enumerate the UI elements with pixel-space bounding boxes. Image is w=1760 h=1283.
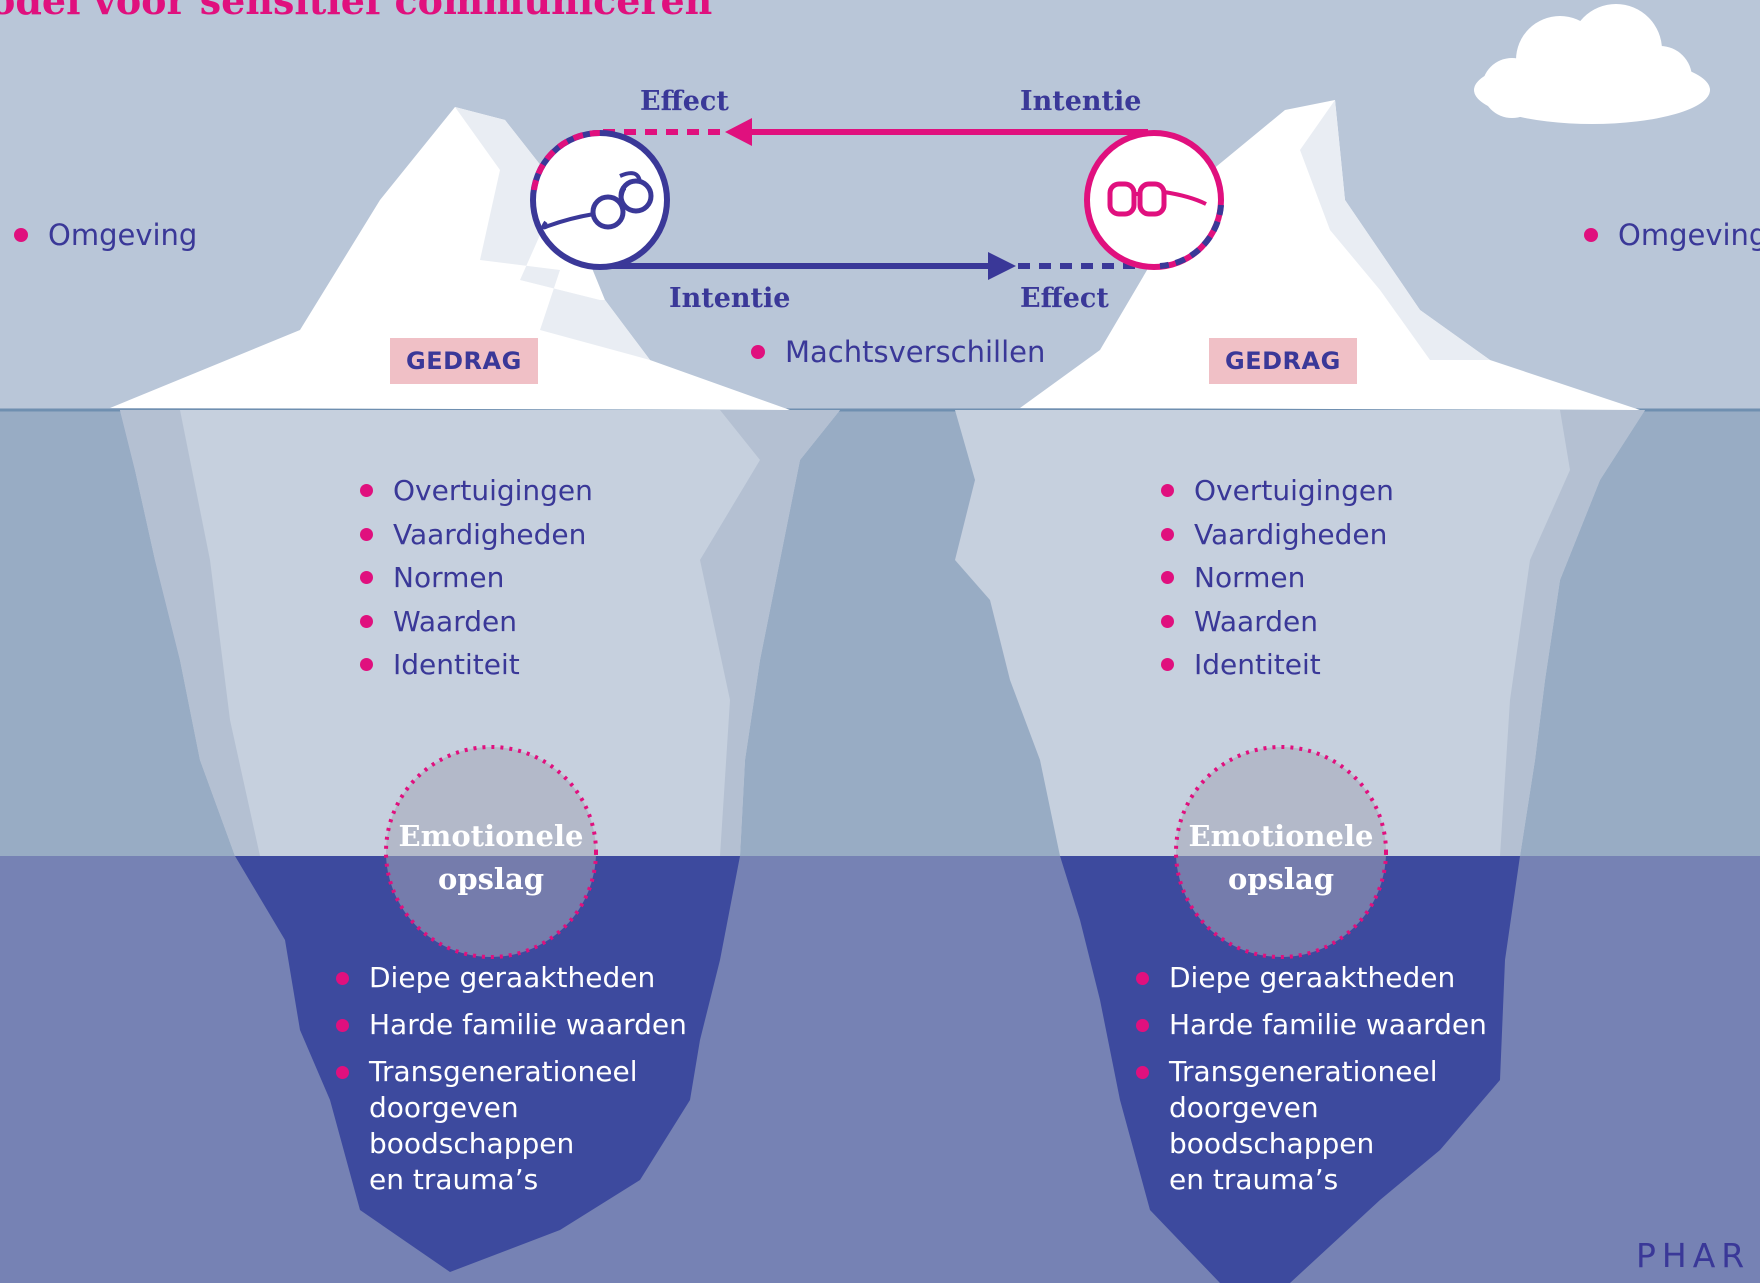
emotion-label-line-2: opslag <box>1227 862 1335 896</box>
left-emotion-circle <box>384 745 598 959</box>
top-arrow <box>600 118 1148 146</box>
bullet-dot <box>336 1019 349 1032</box>
bullet-dot <box>751 345 765 359</box>
right-deep-list: Diepe geraaktheden Harde familie waarden… <box>1136 960 1487 1209</box>
bottom-arrow-effect-label: Effect <box>1020 283 1109 314</box>
emotion-label-line-1: Emotionele <box>1188 819 1374 853</box>
top-arrow-intention-label: Intentie <box>1020 86 1142 117</box>
list-item-label: Diepe geraaktheden <box>1169 961 1456 994</box>
environment-left-label: Omgeving <box>48 218 198 252</box>
list-item: Harde familie waarden <box>336 1007 687 1043</box>
right-iceberg-middle <box>955 410 1645 856</box>
list-item: Vaardigheden <box>1161 513 1394 557</box>
right-middle-list: Overtuigingen Vaardigheden Normen Waarde… <box>1161 469 1394 687</box>
list-item-label: Normen <box>1194 561 1306 594</box>
left-emotion-label: Emotionele opslag <box>386 815 596 901</box>
list-item: Transgenerationeel doorgeven boodschappe… <box>336 1054 687 1198</box>
list-item-label: Identiteit <box>1194 648 1321 681</box>
bullet-dot <box>14 228 28 242</box>
left-deep-list: Diepe geraaktheden Harde familie waarden… <box>336 960 687 1209</box>
right-emotion-circle <box>1174 745 1388 959</box>
bullet-dot <box>360 527 373 541</box>
list-item: Harde familie waarden <box>1136 1007 1487 1043</box>
list-item: Identiteit <box>1161 643 1394 687</box>
list-item-label: Vaardigheden <box>393 517 587 551</box>
left-behavior-tag: GEDRAG <box>390 338 538 384</box>
emotion-label-line-1: Emotionele <box>398 819 584 853</box>
bullet-dot <box>1161 658 1174 672</box>
list-item-label: Overtuigingen <box>1194 474 1394 507</box>
bullet-dot <box>1161 614 1174 628</box>
bullet-dot <box>336 972 349 985</box>
pharos-logo: PHAR <box>1636 1236 1751 1275</box>
bullet-dot <box>1584 228 1598 242</box>
list-item-label: Waarden <box>393 604 517 638</box>
list-item-label: Harde familie waarden <box>369 1008 687 1041</box>
list-item-label: Overtuigingen <box>393 474 593 507</box>
left-middle-list: Overtuigingen Vaardigheden Normen Waarde… <box>360 469 593 687</box>
list-item: Waarden <box>1161 600 1394 644</box>
top-arrow-effect-label: Effect <box>640 86 729 117</box>
list-item: Diepe geraaktheden <box>1136 960 1487 996</box>
bottom-arrow <box>608 252 1150 280</box>
bullet-dot <box>1161 571 1174 585</box>
round-glasses-icon <box>530 129 670 270</box>
bullet-dot <box>360 484 373 498</box>
square-glasses-icon <box>1084 130 1224 270</box>
power-differences-label: Machtsverschillen <box>785 335 1046 369</box>
bullet-dot <box>1136 972 1149 985</box>
list-item-label: Transgenerationeel doorgeven boodschappe… <box>369 1055 638 1196</box>
bullet-dot <box>336 1066 349 1079</box>
list-item-label: Diepe geraaktheden <box>369 961 656 994</box>
list-item-label: Harde familie waarden <box>1169 1008 1487 1041</box>
bullet-dot <box>360 571 373 585</box>
emotion-label-line-2: opslag <box>437 862 545 896</box>
page-title: odel voor sensitief communiceren <box>0 0 713 23</box>
list-item: Overtuigingen <box>1161 469 1394 513</box>
bullet-dot <box>1161 484 1174 498</box>
list-item: Normen <box>1161 556 1394 600</box>
list-item-label: Vaardigheden <box>1194 517 1388 551</box>
left-iceberg-middle <box>120 410 840 856</box>
power-differences: Machtsverschillen <box>751 335 1045 369</box>
list-item: Diepe geraaktheden <box>336 960 687 996</box>
bullet-dot <box>360 614 373 628</box>
bullet-dot <box>1136 1019 1149 1032</box>
right-iceberg-tip <box>1020 100 1640 410</box>
right-emotion-label: Emotionele opslag <box>1176 815 1386 901</box>
list-item-label: Identiteit <box>393 648 520 681</box>
environment-left: Omgeving <box>14 218 197 252</box>
bullet-dot <box>1136 1066 1149 1079</box>
list-item-label: Transgenerationeel doorgeven boodschappe… <box>1169 1055 1438 1196</box>
left-iceberg-deep <box>235 856 740 1272</box>
right-iceberg <box>955 100 1645 1283</box>
list-item: Transgenerationeel doorgeven boodschappe… <box>1136 1054 1487 1198</box>
bullet-dot <box>1161 527 1174 541</box>
bottom-arrow-intention-label: Intentie <box>669 283 791 314</box>
cloud-icon <box>1474 4 1710 124</box>
list-item: Waarden <box>360 600 593 644</box>
list-item: Vaardigheden <box>360 513 593 557</box>
list-item: Normen <box>360 556 593 600</box>
environment-right-label: Omgeving <box>1618 218 1760 252</box>
list-item: Identiteit <box>360 643 593 687</box>
left-iceberg <box>110 107 840 1272</box>
list-item: Overtuigingen <box>360 469 593 513</box>
right-behavior-tag: GEDRAG <box>1209 338 1357 384</box>
environment-right: Omgeving <box>1584 218 1760 252</box>
right-iceberg-deep <box>1060 856 1520 1283</box>
list-item-label: Waarden <box>1194 604 1318 638</box>
bullet-dot <box>360 658 373 672</box>
list-item-label: Normen <box>393 561 505 594</box>
